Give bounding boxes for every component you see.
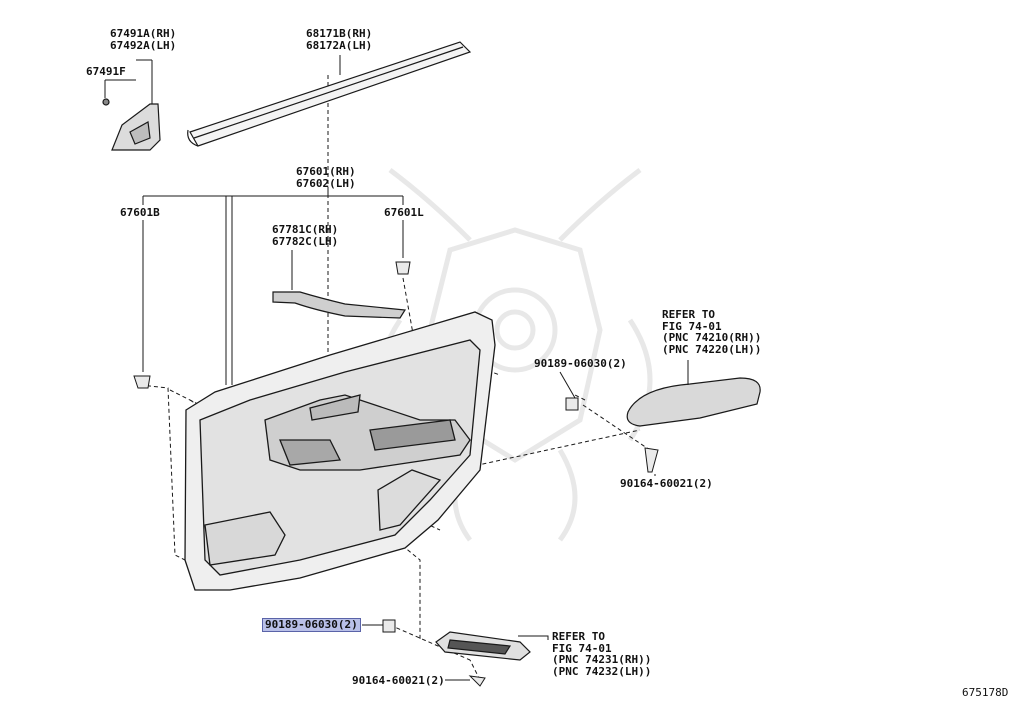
part-label-67601b: 67601B [120, 206, 160, 219]
part-label-68171b: 68171B(RH) [306, 27, 373, 40]
ref-line: REFER TO [662, 308, 715, 321]
upper-trim-part [272, 291, 407, 319]
part-label-67491f: 67491F [86, 65, 126, 78]
part-label-67601: 67601(RH) [296, 165, 356, 178]
mirror-cover-part [102, 98, 161, 151]
switch-bezel-part [435, 631, 531, 661]
part-label-67491a: 67491A(RH) [110, 27, 177, 40]
refer-to-switch[interactable]: REFER TO FIG 74-01 (PNC 74231(RH)) (PNC … [552, 631, 651, 677]
ref-line: REFER TO [552, 630, 605, 643]
ref-line: (PNC 74220(LH)) [662, 342, 762, 356]
part-label-67782c: 67782C(LH) [272, 235, 339, 248]
clip-part [133, 261, 659, 687]
armrest-pad-part [626, 377, 761, 427]
ref-line: (PNC 74232(LH)) [552, 664, 652, 678]
part-label-90164-bottom: 90164-60021(2) [352, 674, 445, 687]
part-label-68172a: 68172A(LH) [306, 39, 373, 52]
weatherstrip-part [187, 41, 472, 147]
ref-line: (PNC 74231(RH)) [552, 653, 652, 666]
part-label-67781c: 67781C(RH) [272, 223, 339, 236]
ref-line: FIG 74-01 [552, 641, 612, 655]
part-label-67602: 67602(LH) [296, 177, 356, 190]
part-label-67492a: 67492A(LH) [110, 39, 177, 52]
door-trim-panel [184, 311, 496, 591]
ref-line: FIG 74-01 [662, 319, 722, 333]
part-label-90189-highlighted[interactable]: 90189-06030(2) [262, 618, 361, 632]
diagram-id: 675178D [962, 686, 1009, 699]
ref-line: (PNC 74210(RH)) [662, 331, 762, 344]
part-label-90164-right: 90164-60021(2) [620, 477, 713, 490]
refer-to-armrest[interactable]: REFER TO FIG 74-01 (PNC 74210(RH)) (PNC … [662, 309, 761, 355]
part-label-90189-top: 90189-06030(2) [534, 357, 627, 370]
part-label-67601l: 67601L [384, 206, 424, 219]
